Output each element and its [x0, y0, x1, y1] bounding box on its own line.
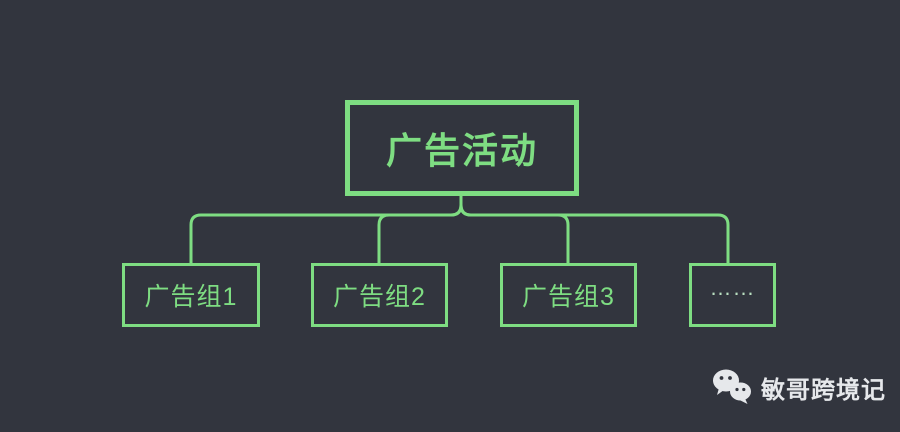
node-campaign: 广告活动 [345, 100, 579, 196]
node-campaign-label: 广告活动 [385, 130, 538, 171]
watermark: 敏哥跨境记 [712, 368, 886, 406]
wechat-icon [713, 369, 751, 404]
connector-root-to-group1 [189, 196, 463, 264]
node-adgroup-2: 广告组2 [311, 263, 448, 327]
connector-root-to-group2 [377, 196, 463, 264]
node-adgroup-more: …… [689, 263, 776, 327]
node-adgroup-more-label: …… [709, 275, 756, 300]
node-adgroup-3-label: 广告组3 [522, 283, 615, 311]
watermark-text: 敏哥跨境记 [761, 376, 886, 404]
node-adgroup-2-label: 广告组2 [333, 283, 426, 311]
connector-root-to-group4 [459, 196, 730, 264]
node-adgroup-3: 广告组3 [500, 263, 637, 327]
node-adgroup-1-label: 广告组1 [144, 283, 238, 311]
node-adgroup-1: 广告组1 [122, 263, 260, 327]
connector-root-to-group3 [459, 196, 570, 264]
